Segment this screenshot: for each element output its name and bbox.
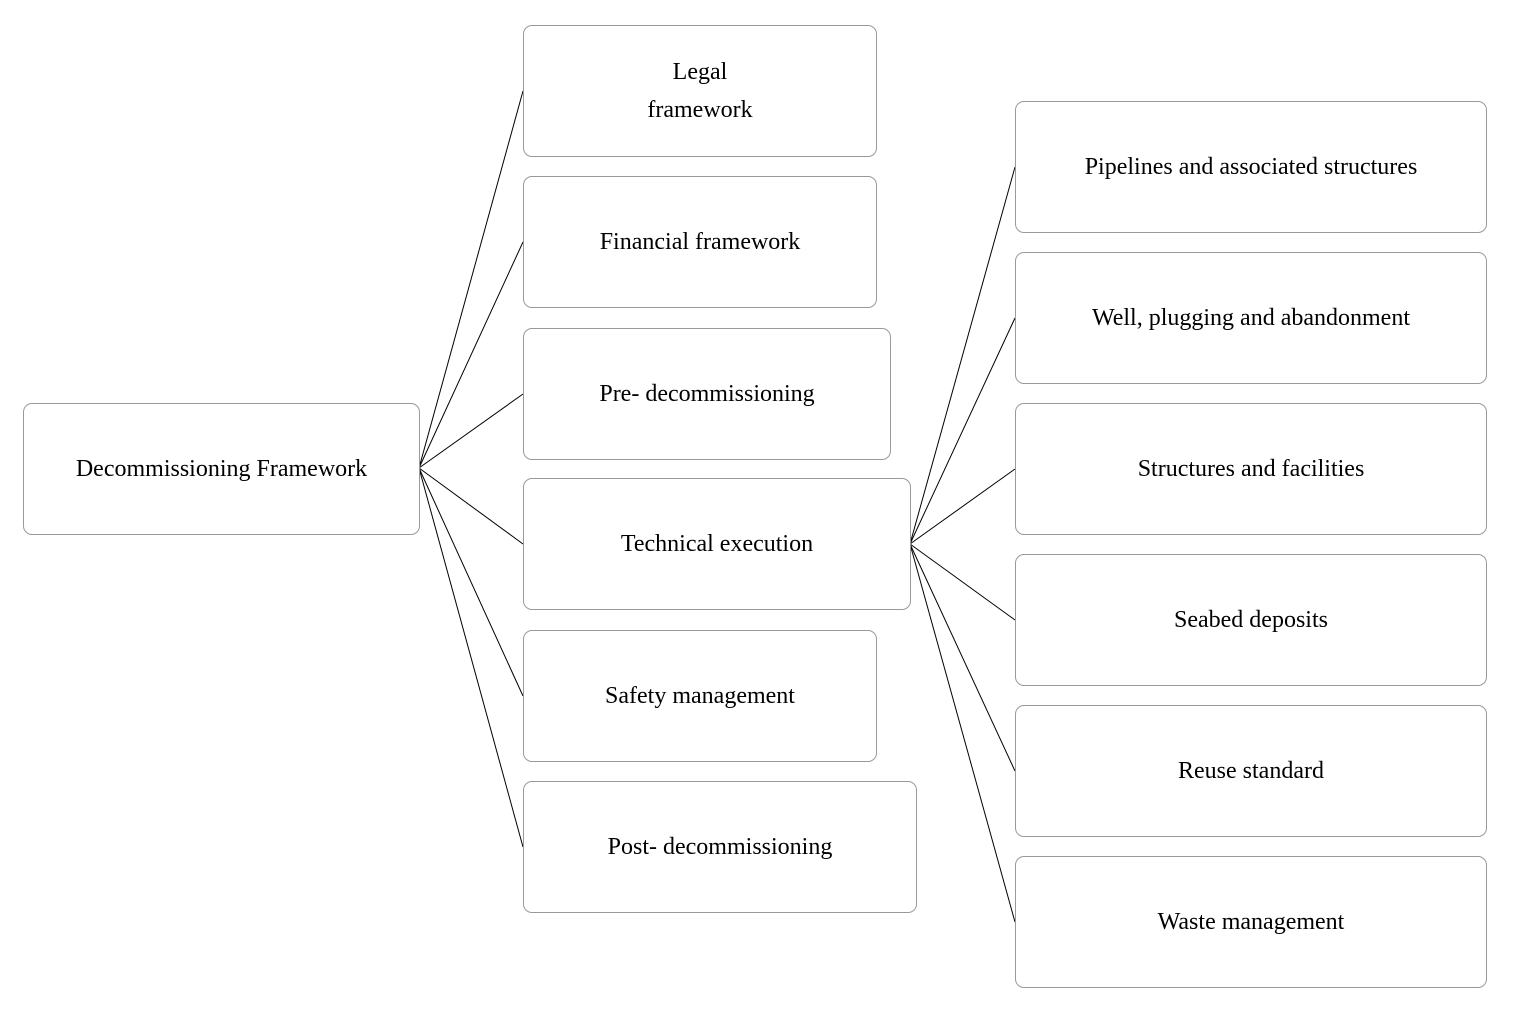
- node-label: Technical execution: [620, 531, 814, 557]
- connector-root-legal: [418, 90, 524, 469]
- node-safety-management: Safety management: [523, 630, 877, 762]
- connector-root-financial: [418, 241, 524, 469]
- connector-technical-structures: [909, 468, 1016, 545]
- connector-root-safety: [418, 467, 524, 697]
- node-label: Safety management: [605, 683, 795, 709]
- node-label: Post- decommissioning: [607, 834, 833, 860]
- node-structures-and-facilities: Structures and facilities: [1015, 403, 1487, 535]
- connector-technical-seabed: [909, 543, 1016, 621]
- node-reuse-standard: Reuse standard: [1015, 705, 1487, 837]
- node-post-decommissioning: Post- decommissioning: [523, 781, 917, 913]
- node-legal-framework: Legal framework: [523, 25, 877, 157]
- node-label: Decommissioning Framework: [75, 456, 368, 482]
- node-pipelines-and-associated-structures: Pipelines and associated structures: [1015, 101, 1487, 233]
- node-label: Well, plugging and abandonment: [1092, 305, 1410, 331]
- node-financial-framework: Financial framework: [523, 176, 877, 308]
- connector-technical-waste: [909, 543, 1016, 923]
- node-waste-management: Waste management: [1015, 856, 1487, 988]
- node-label: Reuse standard: [1178, 758, 1324, 784]
- node-label: Pipelines and associated structures: [1084, 154, 1418, 180]
- node-well-plugging-and-abandonment: Well, plugging and abandonment: [1015, 252, 1487, 384]
- node-technical-execution: Technical execution: [523, 478, 911, 610]
- node-label: Structures and facilities: [1137, 456, 1365, 482]
- node-label: Pre- decommissioning: [599, 381, 815, 407]
- node-decommissioning-framework: Decommissioning Framework: [23, 403, 420, 535]
- connector-technical-pipelines: [909, 166, 1016, 545]
- node-label: Legal framework: [647, 59, 753, 123]
- connector-root-technical: [418, 467, 524, 545]
- node-label: Financial framework: [599, 229, 801, 255]
- connector-technical-reuse: [909, 543, 1016, 772]
- node-seabed-deposits: Seabed deposits: [1015, 554, 1487, 686]
- node-label: Waste management: [1157, 909, 1345, 935]
- connector-technical-well: [909, 317, 1016, 545]
- connector-root-post: [418, 467, 524, 848]
- connector-root-pre: [418, 393, 524, 469]
- node-pre-decommissioning: Pre- decommissioning: [523, 328, 891, 460]
- node-label: Seabed deposits: [1174, 607, 1328, 633]
